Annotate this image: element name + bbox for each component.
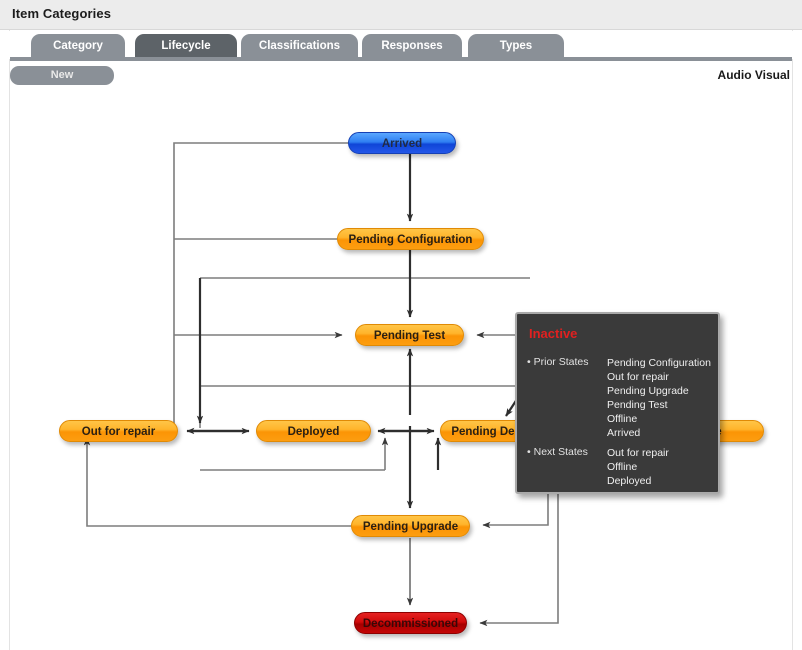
state-node-pending-configuration[interactable]: Pending Configuration [337, 228, 484, 250]
tab-types[interactable]: Types [468, 34, 564, 59]
tooltip-prior-state-item: Out for repair [607, 371, 669, 383]
tab-lifecycle[interactable]: Lifecycle [135, 34, 237, 59]
state-node-pending-upgrade[interactable]: Pending Upgrade [351, 515, 470, 537]
window-right-edge [792, 30, 802, 650]
tooltip-prior-state-item: Arrived [607, 427, 641, 439]
tooltip-next-state-item: Offline [607, 461, 638, 473]
tab-underline [10, 57, 792, 61]
state-node-arrived[interactable]: Arrived [348, 132, 456, 154]
action-bar: New Audio Visual [0, 63, 802, 87]
selected-category-label: Audio Visual [717, 68, 790, 82]
bullet-icon: • [527, 446, 531, 458]
tooltip-title: Inactive [529, 326, 578, 341]
window-titlebar: Item Categories [0, 0, 802, 30]
tooltip-prior-states-label: • Prior States [527, 356, 589, 368]
state-node-pending-test[interactable]: Pending Test [355, 324, 464, 346]
tooltip-next-state-item: Deployed [607, 475, 652, 487]
tooltip-prior-state-item: Pending Test [607, 399, 668, 411]
tab-responses[interactable]: Responses [362, 34, 462, 59]
tooltip-prior-state-item: Offline [607, 413, 638, 425]
new-button[interactable]: New [10, 66, 114, 85]
state-node-out-for-repair[interactable]: Out for repair [59, 420, 178, 442]
tooltip-next-state-item: Out for repair [607, 447, 669, 459]
tooltip-prior-state-item: Pending Configuration [607, 357, 711, 369]
tooltip-prior-state-item: Pending Upgrade [607, 385, 689, 397]
tab-classifications[interactable]: Classifications [241, 34, 358, 59]
state-node-deployed[interactable]: Deployed [256, 420, 371, 442]
tooltip-next-states-label: • Next States [527, 446, 588, 458]
bullet-icon: • [527, 356, 531, 368]
state-node-decommissioned[interactable]: Decommissioned [354, 612, 467, 634]
state-tooltip: Inactive • Prior States Pending Configur… [515, 312, 720, 494]
tab-category[interactable]: Category [31, 34, 125, 59]
window-left-edge [0, 30, 10, 650]
page-title: Item Categories [12, 6, 112, 21]
